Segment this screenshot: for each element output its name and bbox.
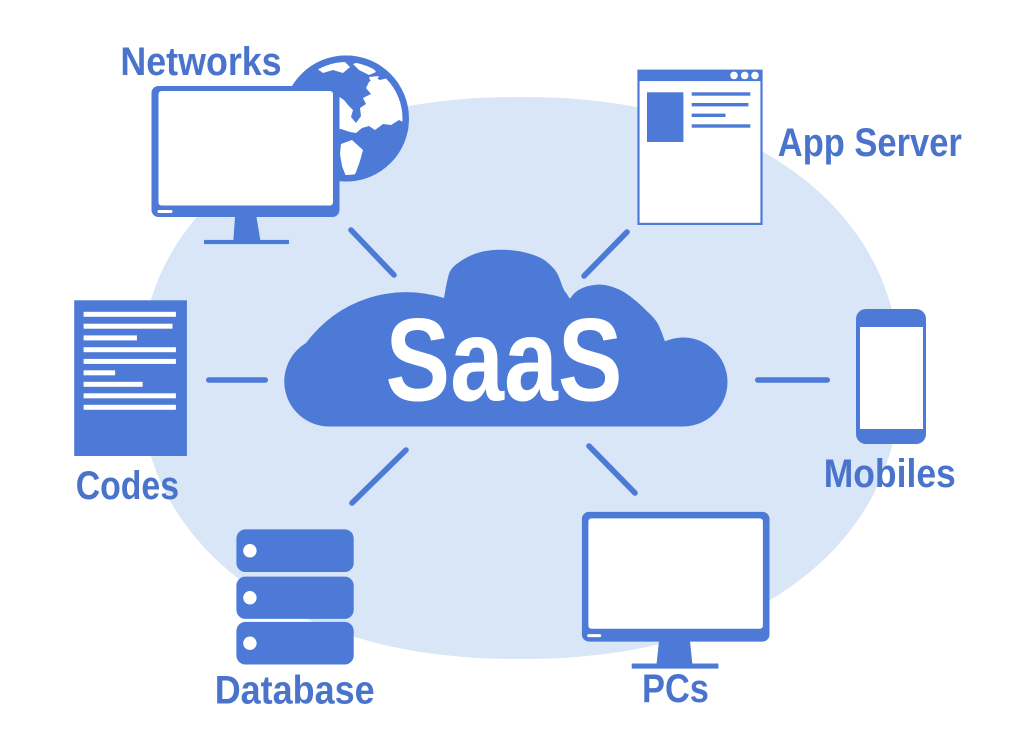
svg-text:Mobiles: Mobiles — [824, 452, 956, 496]
svg-text:Networks: Networks — [120, 40, 281, 84]
svg-text:Database: Database — [215, 668, 375, 712]
svg-text:PCs: PCs — [642, 667, 709, 711]
svg-text:Codes: Codes — [76, 464, 179, 508]
svg-text:App Server: App Server — [778, 121, 962, 165]
svg-text:SaaS: SaaS — [386, 295, 623, 427]
